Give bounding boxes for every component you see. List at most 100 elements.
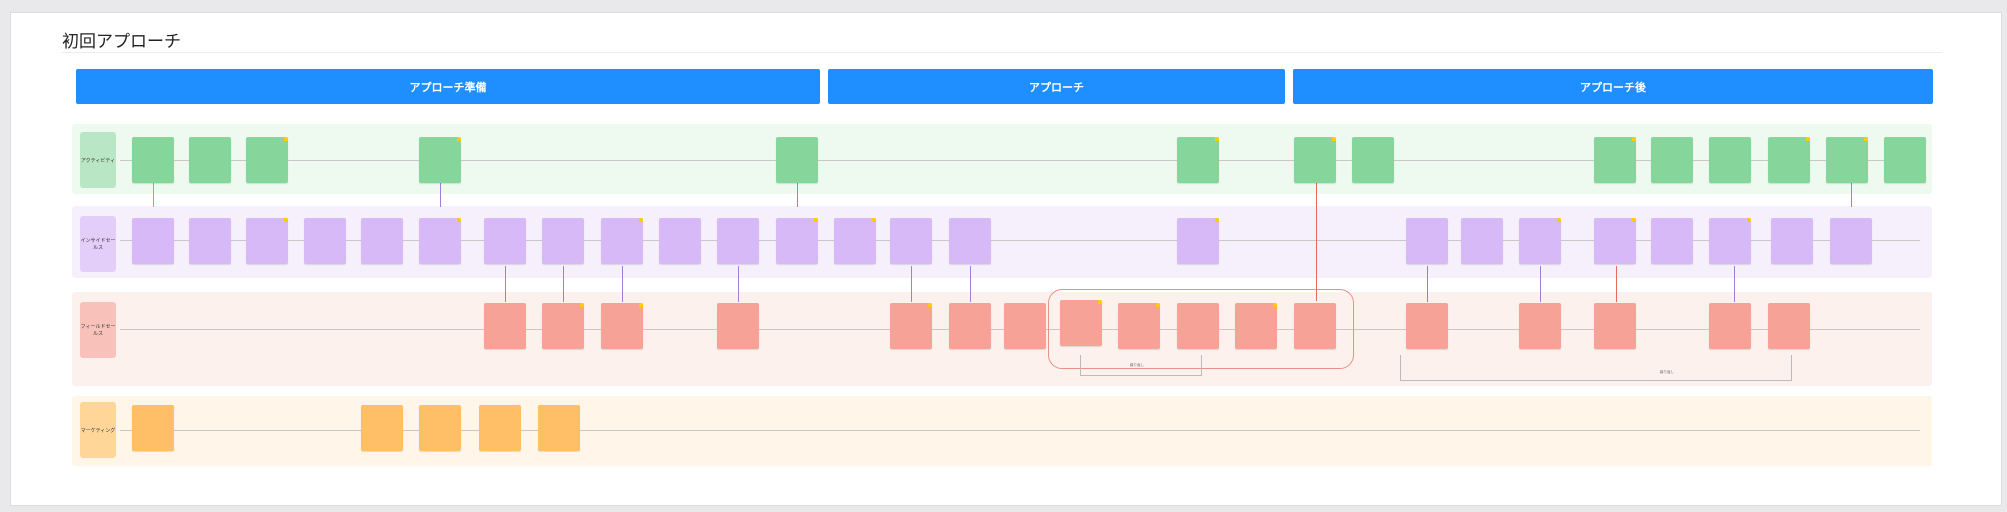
sticky-note[interactable] (717, 218, 759, 264)
arrow-down (970, 266, 971, 302)
lane-label-inside-sales[interactable]: インサイドセールス (80, 216, 116, 272)
sticky-note[interactable] (1004, 303, 1046, 349)
flag-icon (1215, 218, 1219, 222)
arrow-down (622, 266, 623, 302)
flag-icon (1156, 303, 1160, 307)
sticky-note[interactable] (1352, 137, 1394, 183)
arrow-down (1734, 266, 1735, 302)
flag-icon (457, 218, 461, 222)
sticky-note[interactable] (1177, 137, 1219, 183)
sticky-note[interactable] (1709, 137, 1751, 183)
lane-label-field-sales[interactable]: フィールドセールス (80, 302, 116, 358)
lane-label-text: マーケティング (80, 427, 116, 434)
sticky-note[interactable] (1406, 218, 1448, 264)
sticky-note[interactable] (1768, 303, 1810, 349)
sticky-note[interactable] (1709, 218, 1751, 264)
lane-label-marketing[interactable]: マーケティング (80, 402, 116, 458)
lane-label-text: フィールドセールス (80, 324, 116, 337)
sticky-note[interactable] (834, 218, 876, 264)
sticky-note[interactable] (1177, 218, 1219, 264)
arrow-down (738, 266, 739, 302)
flag-icon (1632, 137, 1636, 141)
sticky-note[interactable] (361, 218, 403, 264)
sticky-note[interactable] (776, 218, 818, 264)
sticky-note[interactable] (484, 218, 526, 264)
sticky-note[interactable] (419, 218, 461, 264)
sticky-note[interactable] (484, 303, 526, 349)
arrow-down (563, 266, 564, 302)
sticky-note[interactable] (361, 405, 403, 451)
phase-label: アプローチ後 (1580, 80, 1646, 94)
sticky-note[interactable] (1519, 218, 1561, 264)
sticky-note[interactable] (419, 405, 461, 451)
sticky-note[interactable] (1651, 218, 1693, 264)
arrow-down (153, 183, 154, 207)
sticky-note[interactable] (1406, 303, 1448, 349)
phase-preparation[interactable]: アプローチ準備 (76, 69, 820, 104)
flag-icon (1273, 303, 1277, 307)
sticky-note[interactable] (132, 405, 174, 451)
sticky-note[interactable] (1118, 303, 1160, 349)
sticky-note[interactable] (1884, 137, 1926, 183)
sticky-note[interactable] (1519, 303, 1561, 349)
sticky-note[interactable] (659, 218, 701, 264)
lane-marketing (72, 396, 1932, 466)
sticky-note[interactable] (1651, 137, 1693, 183)
sticky-note[interactable] (601, 303, 643, 349)
sticky-note[interactable] (1060, 300, 1102, 346)
arrow-down (1540, 266, 1541, 302)
flag-icon (284, 137, 288, 141)
sticky-note[interactable] (542, 303, 584, 349)
lane-label-text: インサイドセールス (80, 238, 116, 251)
sticky-note[interactable] (776, 137, 818, 183)
sticky-note[interactable] (246, 218, 288, 264)
sticky-note[interactable] (419, 137, 461, 183)
sticky-note[interactable] (1768, 137, 1810, 183)
sticky-note[interactable] (246, 137, 288, 183)
sticky-note[interactable] (538, 405, 580, 451)
sticky-note[interactable] (189, 218, 231, 264)
flag-icon (1864, 137, 1868, 141)
flag-icon (1098, 300, 1102, 304)
sticky-note[interactable] (1826, 137, 1868, 183)
sticky-note[interactable] (1771, 218, 1813, 264)
sticky-note[interactable] (479, 405, 521, 451)
phase-after[interactable]: アプローチ後 (1293, 69, 1933, 104)
arrow-up (1851, 183, 1852, 207)
sticky-note[interactable] (1594, 137, 1636, 183)
flag-icon (814, 218, 818, 222)
flag-icon (284, 218, 288, 222)
sticky-note[interactable] (949, 218, 991, 264)
topbar (0, 0, 2007, 12)
phase-approach[interactable]: アプローチ (828, 69, 1285, 104)
sticky-note[interactable] (1294, 137, 1336, 183)
sticky-note[interactable] (1830, 218, 1872, 264)
flag-icon (1806, 137, 1810, 141)
flag-icon (457, 137, 461, 141)
sticky-note[interactable] (890, 303, 932, 349)
sticky-note[interactable] (890, 218, 932, 264)
sticky-note[interactable] (949, 303, 991, 349)
sticky-note[interactable] (132, 218, 174, 264)
sticky-note[interactable] (1709, 303, 1751, 349)
sticky-note[interactable] (304, 218, 346, 264)
sticky-note[interactable] (1294, 303, 1336, 349)
flag-icon (1332, 137, 1336, 141)
sticky-note[interactable] (542, 218, 584, 264)
sticky-note[interactable] (601, 218, 643, 264)
sticky-note[interactable] (1177, 303, 1219, 349)
sticky-note[interactable] (1235, 303, 1277, 349)
sticky-note[interactable] (132, 137, 174, 183)
swimline-marketing (120, 430, 1920, 431)
loop-label-2: 繰り返し (1660, 370, 1674, 374)
sticky-note[interactable] (1594, 303, 1636, 349)
flag-icon (872, 218, 876, 222)
arrow-up-red (1616, 266, 1617, 302)
sticky-note[interactable] (189, 137, 231, 183)
sticky-note[interactable] (1594, 218, 1636, 264)
arrow-down (505, 266, 506, 302)
lane-label-activity[interactable]: アクティビティ (80, 132, 116, 188)
flag-icon (1747, 218, 1751, 222)
sticky-note[interactable] (717, 303, 759, 349)
sticky-note[interactable] (1461, 218, 1503, 264)
